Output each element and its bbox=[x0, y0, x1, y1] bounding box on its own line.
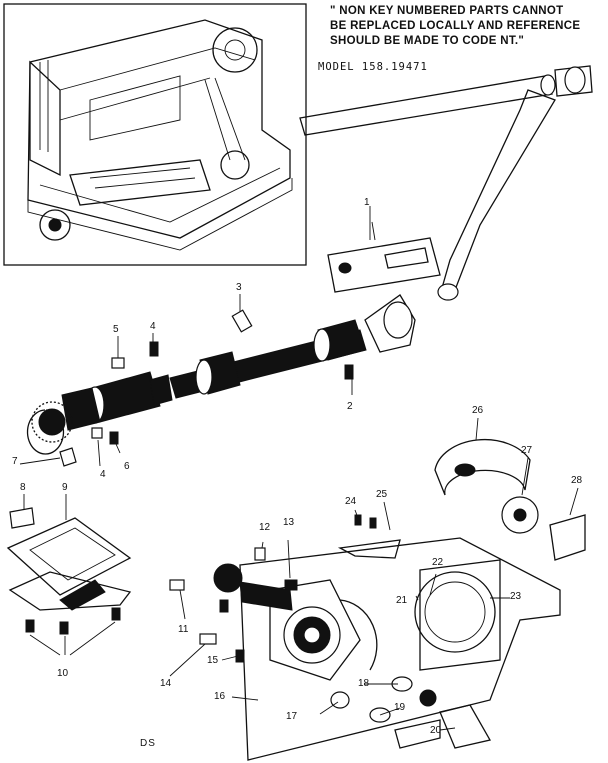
note-line: BE REPLACED LOCALLY AND REFERENCE bbox=[330, 20, 581, 32]
callout-13: 13 bbox=[283, 517, 295, 528]
main-shaft bbox=[26, 294, 416, 467]
callout-18: 18 bbox=[358, 678, 370, 689]
callout-11: 11 bbox=[178, 624, 189, 635]
callout-15: 15 bbox=[207, 655, 219, 666]
callout-10: 10 bbox=[57, 668, 69, 679]
note-line: SHOULD BE MADE TO CODE NT." bbox=[330, 35, 525, 47]
sewing-machine-inset bbox=[3, 3, 307, 266]
callout-21: 21 bbox=[396, 595, 408, 606]
part-1-crank bbox=[327, 221, 441, 293]
callout-4: 4 bbox=[100, 469, 106, 480]
callout-20: 20 bbox=[430, 725, 442, 736]
callout-22: 22 bbox=[432, 557, 444, 568]
callout-3: 3 bbox=[236, 282, 242, 293]
callout-17: 17 bbox=[286, 711, 298, 722]
callout-19: 19 bbox=[394, 702, 406, 713]
callout-8: 8 bbox=[20, 482, 26, 493]
callout-9: 9 bbox=[62, 482, 68, 493]
bobbin-parts bbox=[337, 438, 586, 561]
callout-16: 16 bbox=[214, 691, 226, 702]
callout-5: 5 bbox=[113, 324, 119, 335]
callout-6: 6 bbox=[124, 461, 130, 472]
callout-14: 14 bbox=[160, 678, 172, 689]
hook-assembly bbox=[169, 537, 561, 761]
callout-27: 27 bbox=[521, 445, 533, 456]
throat-plate-9 bbox=[6, 507, 132, 656]
callout-25: 25 bbox=[376, 489, 388, 500]
callout-23: 23 bbox=[510, 591, 522, 602]
callout-28: 28 bbox=[571, 475, 583, 486]
callout-1: 1 bbox=[364, 197, 370, 208]
code-label: DS bbox=[140, 738, 156, 749]
callout-12: 12 bbox=[259, 522, 271, 533]
feed-rod-assembly bbox=[299, 65, 593, 301]
parts-note: " NON KEY NUMBERED PARTS CANNOT BE REPLA… bbox=[330, 4, 606, 49]
callout-2: 2 bbox=[347, 401, 353, 412]
model-label: MODEL 158.19471 bbox=[318, 61, 428, 73]
leader-lines bbox=[19, 206, 579, 731]
callout-24: 24 bbox=[345, 496, 357, 507]
callout-4: 4 bbox=[150, 321, 156, 332]
callout-7: 7 bbox=[12, 456, 18, 467]
callout-26: 26 bbox=[472, 405, 484, 416]
note-line: " NON KEY NUMBERED PARTS CANNOT bbox=[330, 5, 564, 17]
